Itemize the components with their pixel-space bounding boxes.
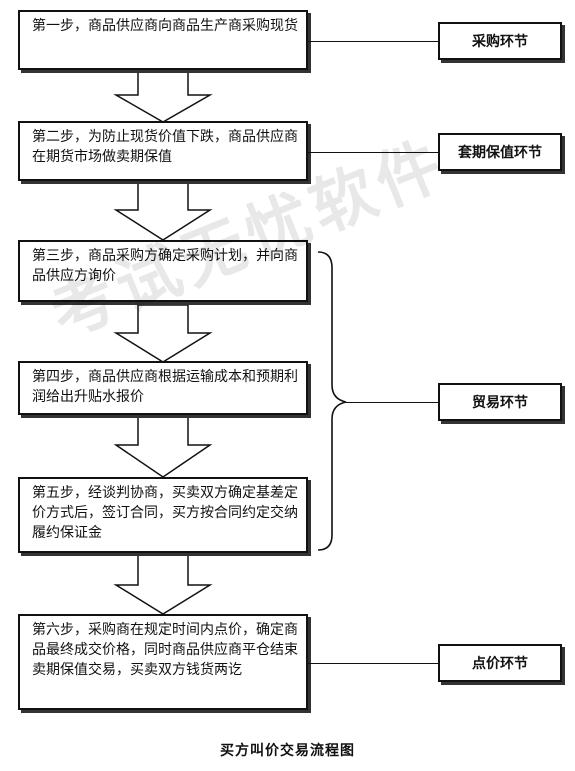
arrow-step1-to-step2: [113, 71, 213, 123]
phase-trade-label: 贸易环节: [472, 395, 528, 411]
step-2-text: 第二步，为防止现货价值下跌，商品供应商在期货市场做卖期保值: [32, 129, 298, 165]
step-3-text: 第三步，商品采购方确定采购计划，并向商品供应方询价: [32, 248, 298, 284]
step-4-box: 第四步，商品供应商根据运输成本和预期利润给出升贴水报价: [18, 361, 308, 415]
arrow-step2-to-step3: [113, 182, 213, 241]
link-step1-purchase: [308, 41, 438, 42]
diagram-caption: 买方叫价交易流程图: [220, 743, 355, 759]
link-step6-pricing: [308, 663, 438, 664]
step-6-text: 第六步，采购商在规定时间内点价，确定商品最终成交价格，同时商品供应商平仓结束卖期…: [32, 622, 298, 678]
step-3-box: 第三步，商品采购方确定采购计划，并向商品供应方询价: [18, 240, 308, 302]
step-1-box: 第一步，商品供应商向商品生产商采购现货: [18, 10, 308, 70]
phase-purchase-label: 采购环节: [472, 34, 528, 50]
arrow-step5-to-step6: [113, 554, 213, 615]
step-5-text: 第五步，经谈判协商，买卖双方确定基差定价方式后，签订合同，买方按合同约定交纳履约…: [32, 485, 298, 541]
phase-hedge-box: 套期保值环节: [438, 133, 562, 171]
step-1-text: 第一步，商品供应商向商品生产商采购现货: [32, 18, 298, 34]
phase-trade-box: 贸易环节: [438, 383, 562, 421]
step-2-box: 第二步，为防止现货价值下跌，商品供应商在期货市场做卖期保值: [18, 121, 308, 181]
link-brace-trade: [346, 402, 438, 403]
phase-hedge-label: 套期保值环节: [458, 145, 542, 161]
link-step2-hedge: [308, 152, 438, 153]
phase-pricing-box: 点价环节: [438, 644, 562, 682]
step-5-box: 第五步，经谈判协商，买卖双方确定基差定价方式后，签订合同，买方按合同约定交纳履约…: [18, 477, 308, 553]
arrow-step3-to-step4: [113, 304, 213, 363]
phase-pricing-label: 点价环节: [472, 656, 528, 672]
step-6-box: 第六步，采购商在规定时间内点价，确定商品最终成交价格，同时商品供应商平仓结束卖期…: [18, 614, 308, 710]
trade-brace: [317, 251, 347, 551]
arrow-step4-to-step5: [113, 415, 213, 478]
phase-purchase-box: 采购环节: [438, 22, 562, 60]
step-4-text: 第四步，商品供应商根据运输成本和预期利润给出升贴水报价: [32, 369, 298, 405]
